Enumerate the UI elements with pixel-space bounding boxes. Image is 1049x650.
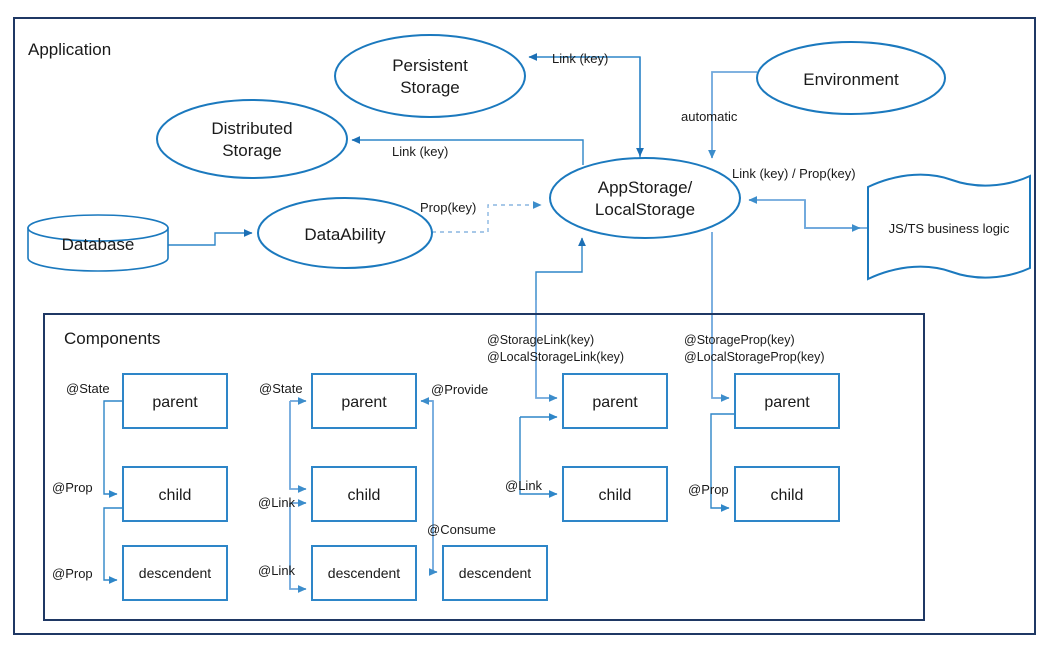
dataability-label: DataAbility xyxy=(304,225,386,244)
edge-g1-state-to-prop xyxy=(103,400,123,498)
node-dataability[interactable] xyxy=(257,197,433,269)
edge-storagelink-to-appstorage xyxy=(535,237,586,300)
g3-header-line1: @StorageLink(key) xyxy=(487,333,594,347)
edge-g4-prop-trunk xyxy=(710,413,735,512)
g3-child-box[interactable] xyxy=(562,466,668,522)
g1-child-box[interactable] xyxy=(122,466,228,522)
edge-appstorage-from-js xyxy=(748,196,867,229)
edge-g2-link-descendent xyxy=(289,503,307,593)
g3-parent-label: parent xyxy=(592,394,638,411)
g1-parent-label: parent xyxy=(152,394,198,411)
components-panel-title: Components xyxy=(64,329,160,348)
label-link-key-distributed: Link (key) xyxy=(392,144,448,159)
g3-parent-box[interactable] xyxy=(562,373,668,429)
g1-parent-box[interactable] xyxy=(122,373,228,429)
appstorage-label-line1: AppStorage/ xyxy=(598,178,693,197)
node-environment[interactable] xyxy=(756,41,946,115)
environment-label: Environment xyxy=(803,70,899,89)
g2-parent-box[interactable] xyxy=(311,373,417,429)
appstorage-label-line2: LocalStorage xyxy=(595,200,695,219)
g4-header-line2: @LocalStorageProp(key) xyxy=(684,350,825,364)
g4-child-box[interactable] xyxy=(734,466,840,522)
components-panel xyxy=(43,313,925,621)
g2-descendent-box[interactable] xyxy=(311,545,417,601)
edge-js-from-appstorage xyxy=(804,200,861,232)
edge-g2-state-trunk xyxy=(289,401,307,493)
edge-database-dataability xyxy=(168,229,253,246)
edge-storageprop-down xyxy=(711,232,730,402)
edge-g3-link-trunk xyxy=(519,417,558,498)
g3-label-link: @Link xyxy=(505,478,543,493)
g2-label-link-1: @Link xyxy=(258,495,296,510)
node-database[interactable]: Database xyxy=(27,214,169,272)
g2-consume-descendent-label: descendent xyxy=(459,565,532,581)
label-prop-key: Prop(key) xyxy=(420,200,476,215)
node-distributed-storage[interactable] xyxy=(156,99,348,179)
g3-header-line2: @LocalStorageLink(key) xyxy=(487,350,624,364)
edge-persistent-link xyxy=(528,53,641,160)
g2-descendent-label: descendent xyxy=(328,565,401,581)
label-link-key-persistent: Link (key) xyxy=(552,51,608,66)
g1-child-label: child xyxy=(159,487,192,504)
persistent-storage-label-line1: Persistent xyxy=(392,56,468,75)
g4-parent-label: parent xyxy=(764,394,810,411)
g1-label-state: @State xyxy=(66,381,110,396)
label-link-prop-key: Link (key) / Prop(key) xyxy=(732,166,856,181)
node-js-ts-business-logic[interactable]: JS/TS business logic xyxy=(867,173,1031,281)
distributed-storage-label-line2: Storage xyxy=(222,141,282,160)
g4-label-prop: @Prop xyxy=(688,482,729,497)
distributed-storage-label-line1: Distributed xyxy=(211,119,292,138)
g4-child-label: child xyxy=(771,487,804,504)
g2-label-link-2: @Link xyxy=(258,563,296,578)
g1-descendent-label: descendent xyxy=(139,565,212,581)
g2-label-consume: @Consume xyxy=(427,522,496,537)
g1-label-prop-2: @Prop xyxy=(52,566,93,581)
g1-descendent-box[interactable] xyxy=(122,545,228,601)
edge-environment-appstorage xyxy=(708,71,757,159)
group-state-link-provide-consume: parent child descendent descendent @Stat… xyxy=(258,373,548,601)
group-storage-prop: @StorageProp(key) @LocalStorageProp(key)… xyxy=(684,333,840,522)
application-panel-title: Application xyxy=(28,40,111,59)
g4-header-line1: @StorageProp(key) xyxy=(684,333,795,347)
g4-parent-box[interactable] xyxy=(734,373,840,429)
edge-g2-provide-consume xyxy=(421,400,438,576)
database-label: Database xyxy=(62,235,135,254)
label-automatic: automatic xyxy=(681,109,738,124)
g3-child-label: child xyxy=(599,487,632,504)
application-panel xyxy=(13,17,1036,635)
g2-child-box[interactable] xyxy=(311,466,417,522)
edge-g1-prop-to-descendent xyxy=(103,507,123,584)
g2-child-label: child xyxy=(348,487,381,504)
g2-consume-descendent-box[interactable] xyxy=(442,545,548,601)
edge-storagelink-down xyxy=(535,300,558,402)
g2-label-provide: @Provide xyxy=(431,382,488,397)
group-storage-link: @StorageLink(key) @LocalStorageLink(key)… xyxy=(487,333,668,522)
edge-distributed-link xyxy=(351,136,584,165)
node-persistent-storage[interactable] xyxy=(334,34,526,118)
group-state-prop: parent child descendent @State @Prop @Pr… xyxy=(52,373,228,601)
node-appstorage-localstorage[interactable] xyxy=(549,157,741,239)
edge-dataability-appstorage xyxy=(432,201,542,233)
persistent-storage-label-line2: Storage xyxy=(400,78,460,97)
g1-label-prop-1: @Prop xyxy=(52,480,93,495)
business-logic-label: JS/TS business logic xyxy=(889,221,1010,236)
g2-label-state: @State xyxy=(259,381,303,396)
g2-parent-label: parent xyxy=(341,394,387,411)
